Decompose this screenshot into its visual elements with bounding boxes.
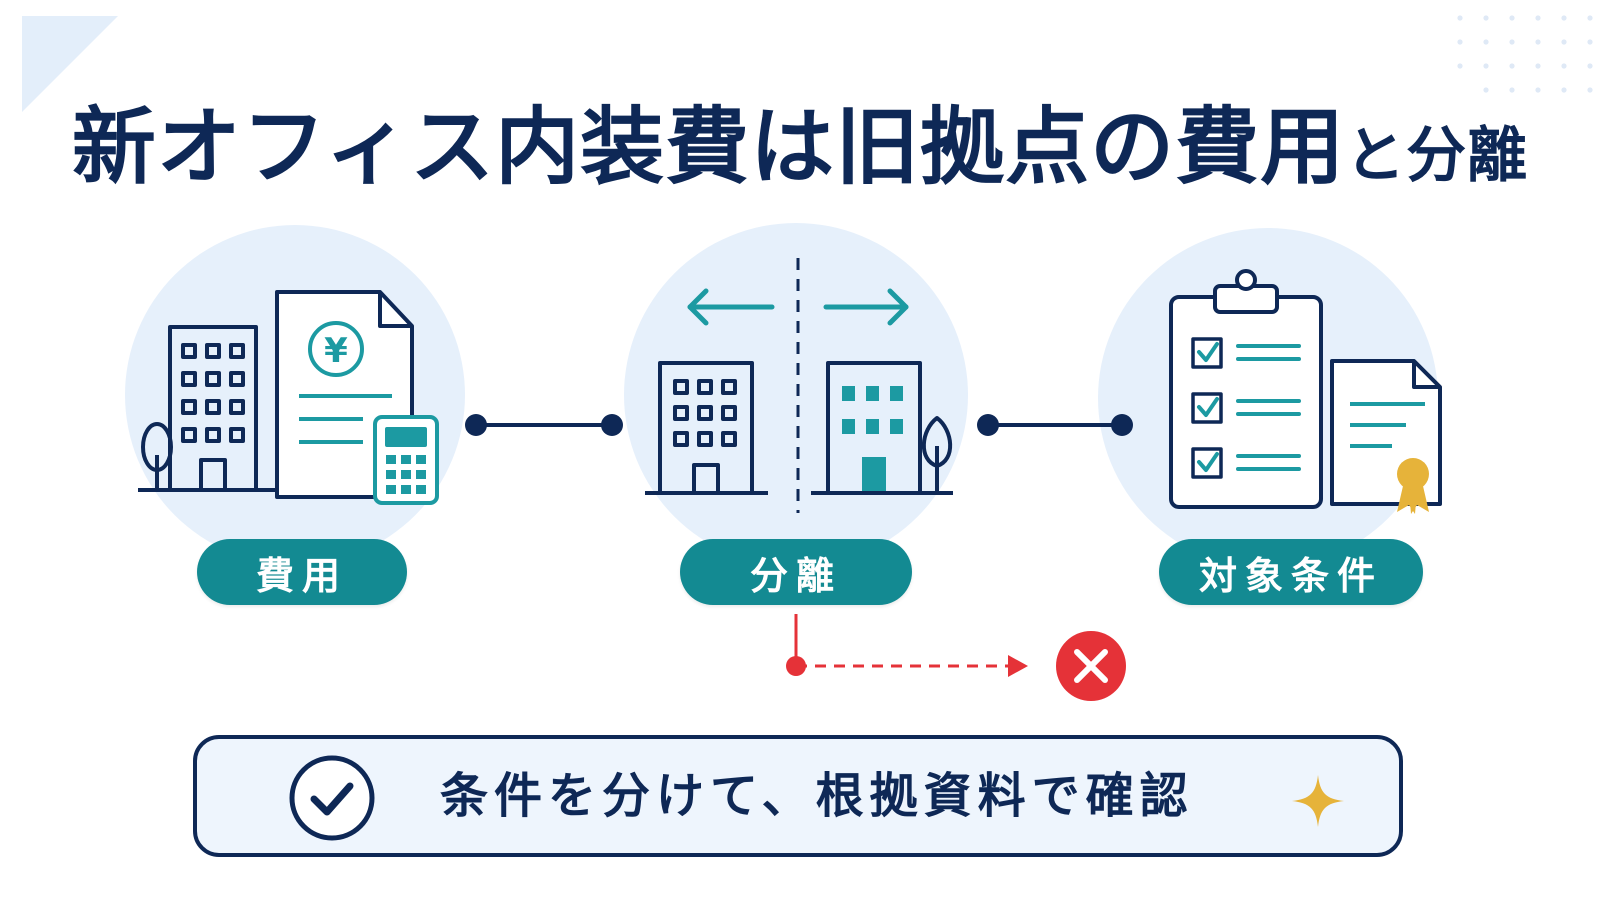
sparkle-icon xyxy=(1292,775,1344,827)
new-office-building-icon xyxy=(811,361,953,495)
connector-separation-conditions xyxy=(977,414,1133,436)
clipboard-checklist-icon xyxy=(1169,269,1323,509)
step-label-conditions: 対象条件 xyxy=(1159,539,1423,605)
summary-text: 条件を分けて、根拠資料で確認 xyxy=(440,768,1194,824)
page-title-tail: と分離 xyxy=(1345,121,1529,191)
page-title-main: 新オフィス内装費は旧拠点の費用 xyxy=(71,98,1346,196)
summary-box xyxy=(193,735,1403,857)
page-title: 新オフィス内装費は旧拠点の費用と分離 xyxy=(0,80,1600,201)
check-circle-icon xyxy=(289,755,375,841)
rejected-branch xyxy=(786,614,1028,677)
separation-arrows-icon xyxy=(687,288,909,326)
step-label-separation: 分離 xyxy=(680,539,912,605)
dot-grid-decoration xyxy=(1457,15,1593,93)
old-office-building-icon xyxy=(645,361,768,495)
svg-text:¥: ¥ xyxy=(324,331,348,371)
office-building-icon xyxy=(138,325,275,492)
certificate-icon xyxy=(1330,359,1442,514)
connector-cost-separation xyxy=(465,414,623,436)
calculator-icon xyxy=(373,415,439,505)
step-label-cost: 費用 xyxy=(197,539,407,605)
corner-decoration xyxy=(22,16,118,112)
error-x-icon xyxy=(1056,631,1126,701)
